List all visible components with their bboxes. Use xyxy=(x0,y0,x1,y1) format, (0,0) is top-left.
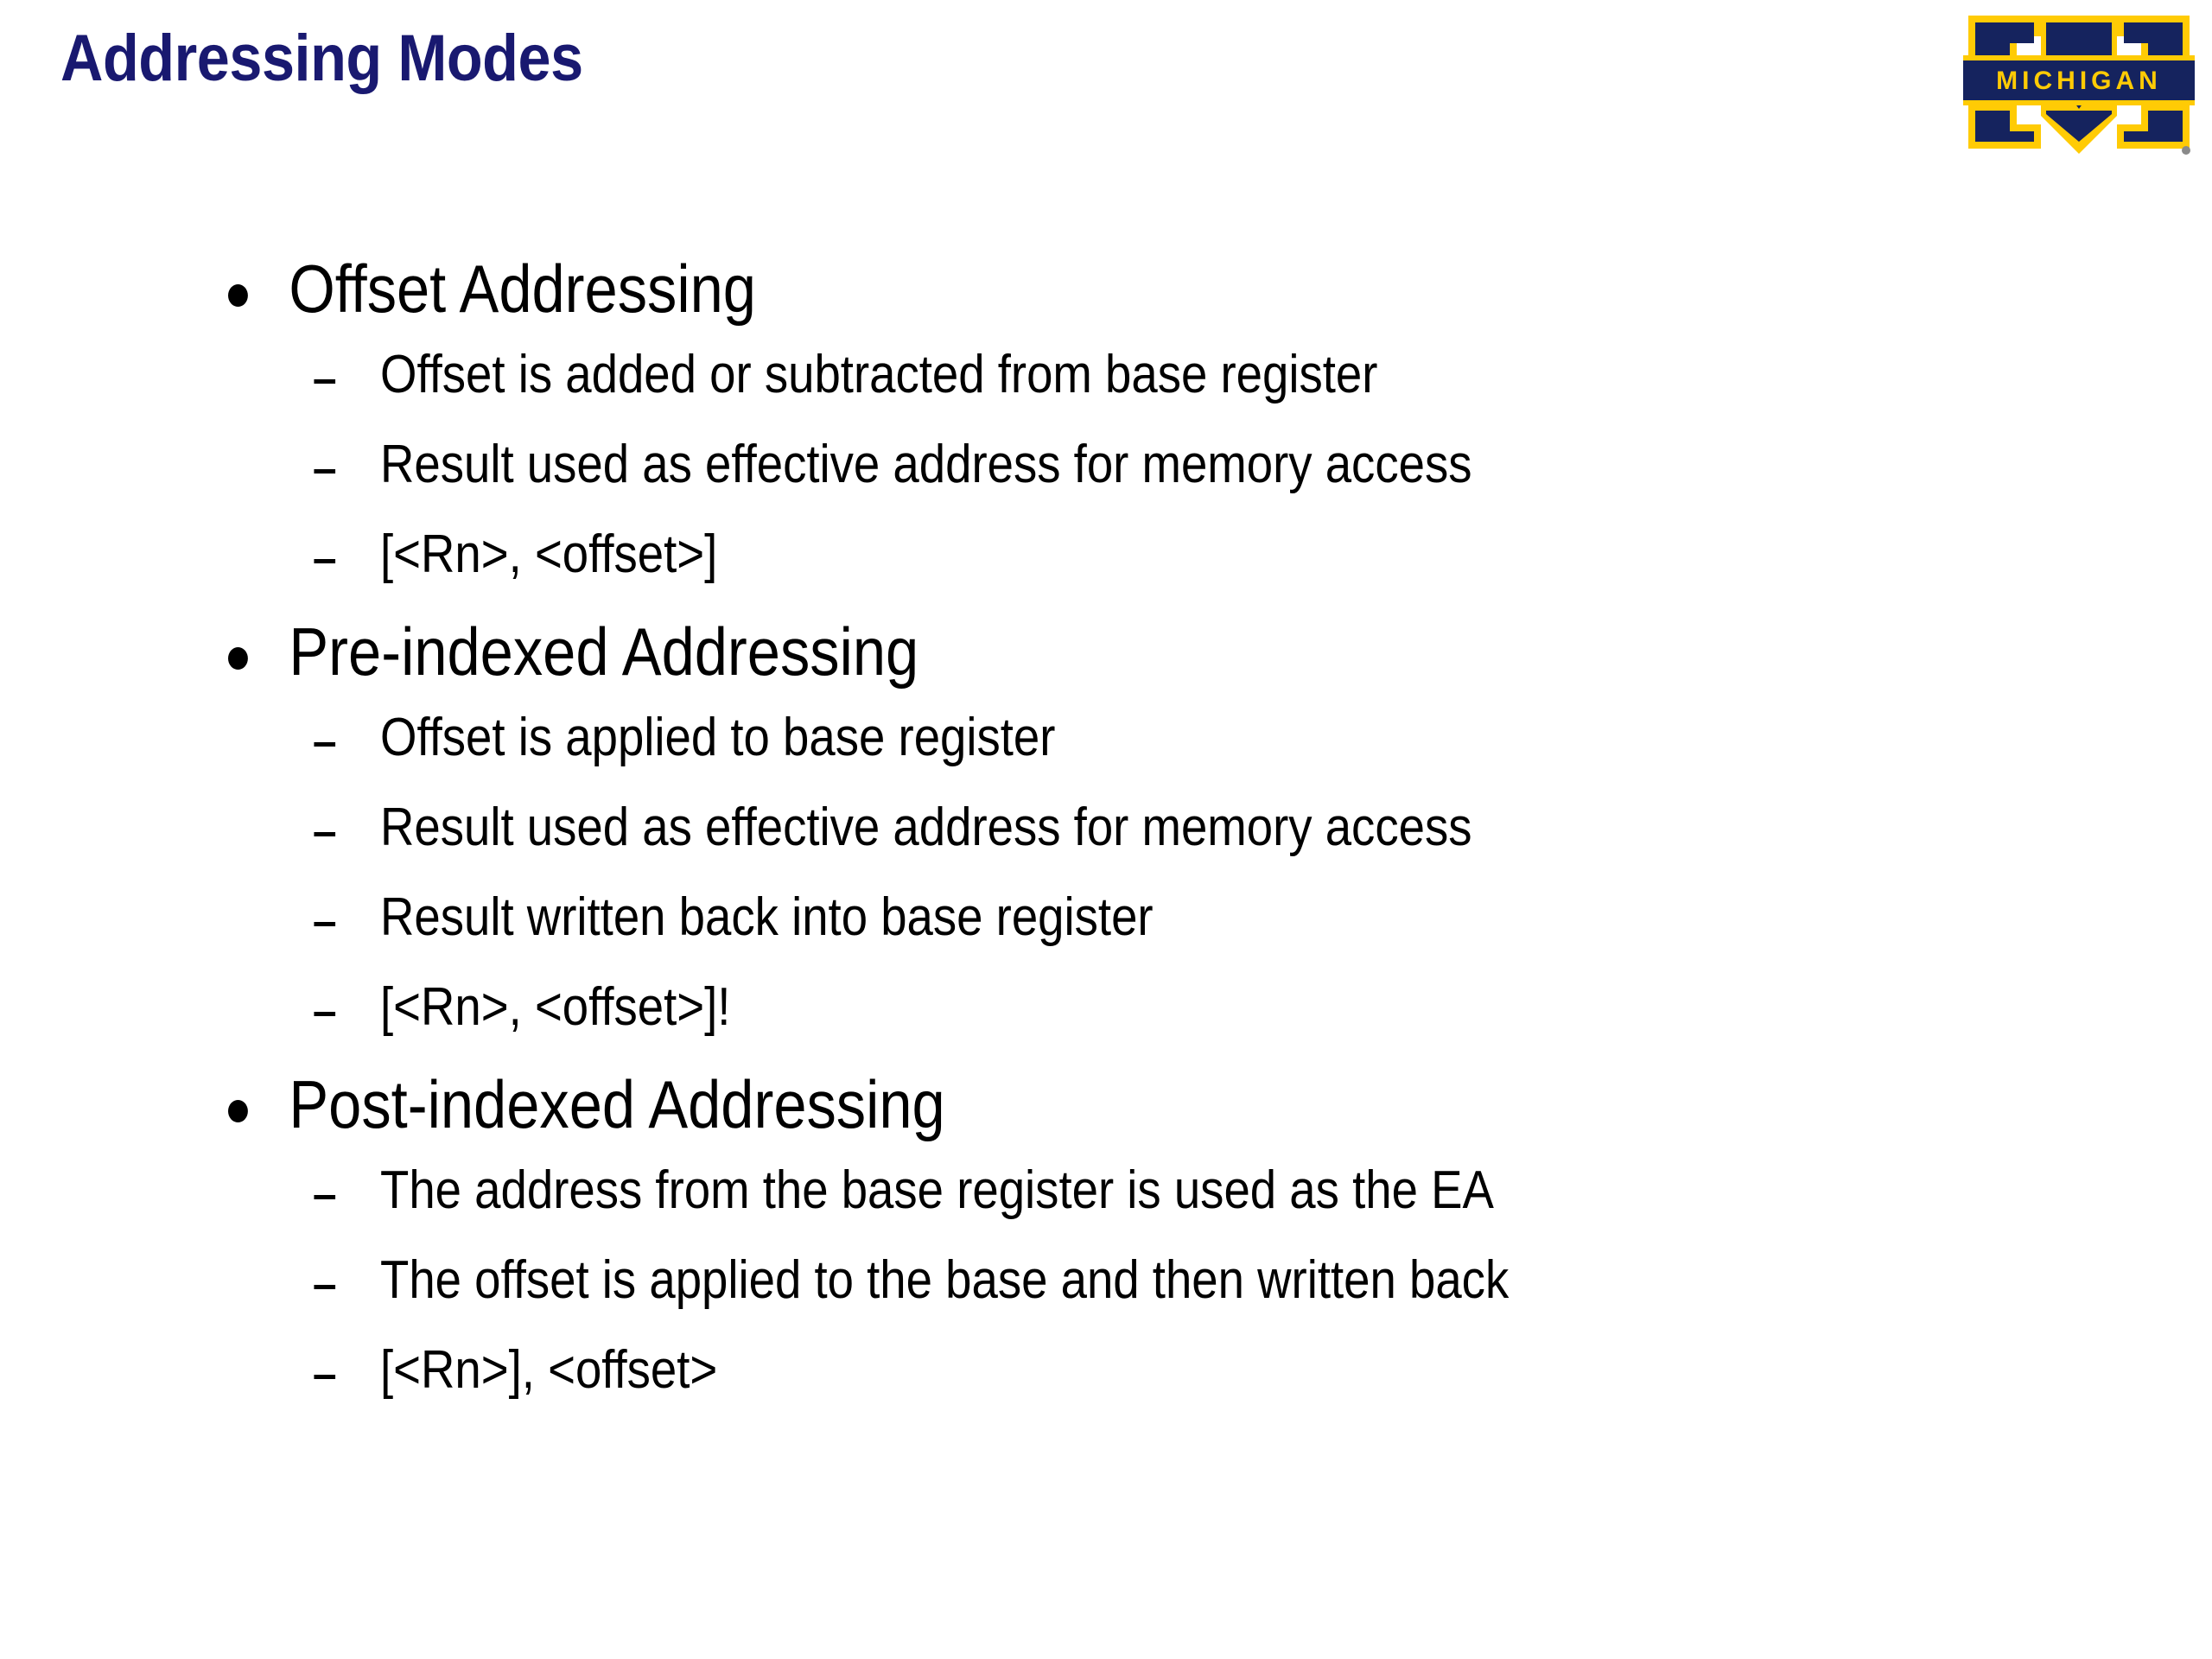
bullet-heading: Pre-indexed Addressing xyxy=(0,618,1947,711)
bullet-dot-icon xyxy=(228,1100,248,1122)
slide-body: Offset Addressing Offset is added or sub… xyxy=(0,255,2212,1433)
bullet-group-pre-indexed-addressing: Pre-indexed Addressing Offset is applied… xyxy=(0,618,2212,1071)
sub-bullet-label: [<Rn>], <offset> xyxy=(380,1340,718,1400)
bullet-group-post-indexed-addressing: Post-indexed Addressing The address from… xyxy=(0,1071,2212,1433)
university-of-michigan-logo: MICHIGAN xyxy=(1963,7,2195,156)
sub-bullet-item: [<Rn>, <offset>] xyxy=(0,528,1947,618)
sub-bullet-item: [<Rn>], <offset> xyxy=(0,1344,1947,1433)
dash-icon xyxy=(314,1012,336,1016)
dash-icon xyxy=(314,1195,336,1199)
bullet-dot-icon xyxy=(228,284,248,307)
michigan-banner: MICHIGAN xyxy=(1963,55,2195,105)
sub-bullet-label: The offset is applied to the base and th… xyxy=(380,1250,1510,1310)
sub-bullet-item: Result used as effective address for mem… xyxy=(0,438,1947,528)
sub-bullet-label: Result used as effective address for mem… xyxy=(380,798,1472,857)
registered-trademark-icon xyxy=(2182,146,2190,155)
svg-text:MICHIGAN: MICHIGAN xyxy=(1996,67,2162,95)
dash-icon xyxy=(314,922,336,926)
bullet-heading: Post-indexed Addressing xyxy=(0,1071,1947,1164)
sub-bullet-item: The offset is applied to the base and th… xyxy=(0,1254,1947,1344)
sub-bullet-item: Result used as effective address for mem… xyxy=(0,801,1947,891)
sub-bullet-label: [<Rn>, <offset>]! xyxy=(380,977,731,1037)
dash-icon xyxy=(314,1285,336,1289)
dash-icon xyxy=(314,1375,336,1379)
sub-bullet-label: Result written back into base register xyxy=(380,887,1154,947)
sub-bullet-item: Offset is added or subtracted from base … xyxy=(0,348,1947,438)
sub-bullet-label: [<Rn>, <offset>] xyxy=(380,524,718,584)
dash-icon xyxy=(314,832,336,836)
sub-bullet-item: Result written back into base register xyxy=(0,891,1947,981)
dash-icon xyxy=(314,559,336,563)
bullet-dot-icon xyxy=(228,647,248,670)
bullet-heading-label: Post-indexed Addressing xyxy=(289,1066,945,1142)
sub-bullet-item: Offset is applied to base register xyxy=(0,711,1947,801)
sub-bullet-item: The address from the base register is us… xyxy=(0,1164,1947,1254)
sub-bullet-label: Offset is added or subtracted from base … xyxy=(380,345,1378,404)
dash-icon xyxy=(314,742,336,747)
bullet-heading-label: Offset Addressing xyxy=(289,251,756,327)
page-title: Addressing Modes xyxy=(60,22,583,95)
bullet-heading-label: Pre-indexed Addressing xyxy=(289,613,919,690)
dash-icon xyxy=(314,469,336,474)
sub-bullet-label: Result used as effective address for mem… xyxy=(380,435,1472,494)
bullet-group-offset-addressing: Offset Addressing Offset is added or sub… xyxy=(0,255,2212,618)
sub-bullet-label: Offset is applied to base register xyxy=(380,708,1056,767)
bullet-heading: Offset Addressing xyxy=(0,255,1947,348)
sub-bullet-item: [<Rn>, <offset>]! xyxy=(0,981,1947,1071)
dash-icon xyxy=(314,379,336,384)
sub-bullet-label: The address from the base register is us… xyxy=(380,1160,1494,1220)
